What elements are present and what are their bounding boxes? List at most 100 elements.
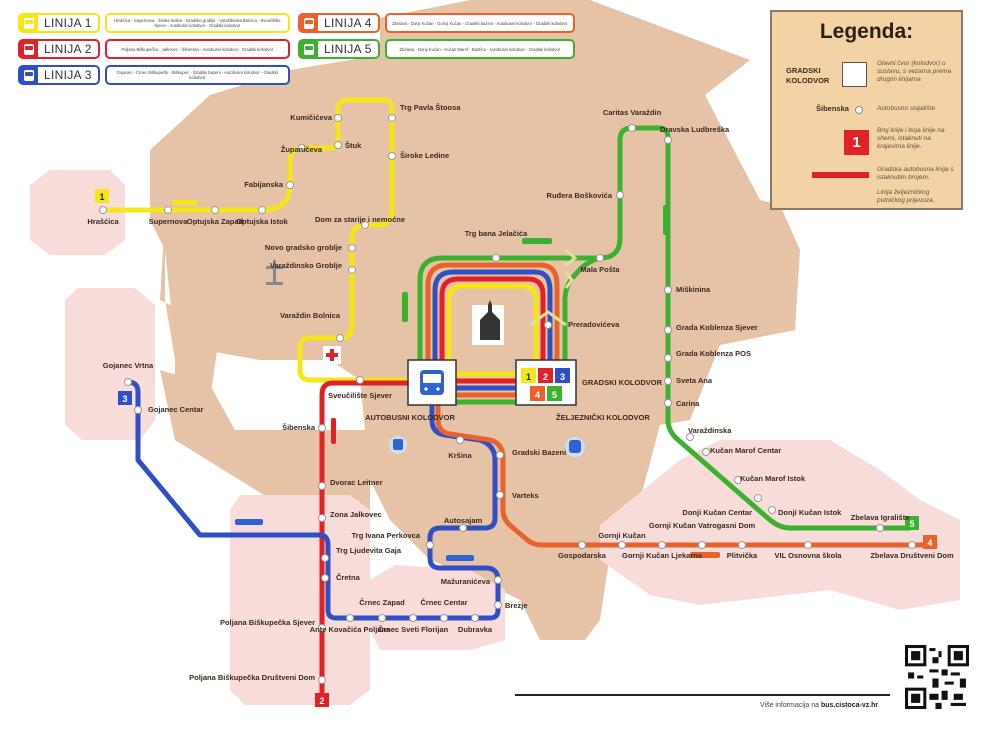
bus-stop-marker[interactable] bbox=[456, 436, 464, 444]
bus-stop-marker[interactable] bbox=[318, 624, 326, 632]
line-2-card[interactable]: LINIJA 2 Poljana Biškupečka - Jalkovec -… bbox=[18, 38, 290, 60]
bus-stop-marker[interactable] bbox=[702, 448, 710, 456]
line-4-loop bbox=[425, 262, 560, 398]
hub-line-3: 3 bbox=[560, 372, 565, 382]
bus-stop-marker[interactable] bbox=[318, 514, 326, 522]
legend-stop-desc: Autobusno stajalište bbox=[877, 105, 936, 112]
footer-url[interactable]: bus.cistoca-vz.hr bbox=[820, 702, 879, 709]
stop-label: Donji Kučan Centar bbox=[682, 508, 752, 517]
bus-stop-marker[interactable] bbox=[471, 614, 479, 622]
line-4-label: LINIJA 4 bbox=[324, 16, 372, 30]
legend-rail-desc: Linija željezničkog putničkog prijevoza. bbox=[877, 189, 935, 204]
bus-stop-marker[interactable] bbox=[618, 541, 626, 549]
stop-label: Hrašćica bbox=[87, 217, 119, 226]
legend-line-desc: Gradska autobusna linija s istaknutim br… bbox=[877, 166, 954, 181]
bus-stop-marker[interactable] bbox=[754, 494, 762, 502]
bus-stop-marker[interactable] bbox=[388, 114, 396, 122]
bus-stop-marker[interactable] bbox=[334, 141, 342, 149]
bus-stop-marker[interactable] bbox=[664, 326, 672, 334]
bus-stop-marker[interactable] bbox=[876, 524, 884, 532]
hub-line-1: 1 bbox=[526, 372, 531, 382]
bus-stop-marker[interactable] bbox=[908, 541, 916, 549]
bus-stop-marker[interactable] bbox=[211, 206, 219, 214]
line-1-card[interactable]: LINIJA 1 Hrašćica - Supernova - Široke l… bbox=[18, 12, 290, 34]
stop-label: Dom za starije i nemoćne bbox=[315, 215, 405, 224]
bus-stop-marker[interactable] bbox=[99, 206, 107, 214]
bus-stop-marker[interactable] bbox=[258, 206, 266, 214]
bus-stop-marker[interactable] bbox=[426, 541, 434, 549]
bus-stop-marker[interactable] bbox=[124, 378, 132, 386]
bus-stop-marker[interactable] bbox=[492, 254, 500, 262]
stop-label: Caritas Varaždin bbox=[603, 108, 662, 117]
stop-label: Ruđera Boškovića bbox=[547, 191, 613, 200]
stop-label: Črnec Zapad bbox=[359, 598, 405, 607]
bus-stop-marker[interactable] bbox=[440, 614, 448, 622]
svg-text:1: 1 bbox=[99, 192, 104, 202]
stop-label: Ante Kovačića Poljana bbox=[310, 625, 391, 634]
bus-stop-marker[interactable] bbox=[321, 554, 329, 562]
bus-stop-marker[interactable] bbox=[544, 321, 552, 329]
bus-stop-marker[interactable] bbox=[361, 221, 369, 229]
bus-stop-marker[interactable] bbox=[804, 541, 812, 549]
bus-stop-marker[interactable] bbox=[298, 144, 306, 152]
line-5-tag bbox=[522, 238, 552, 244]
bus-stop-marker[interactable] bbox=[356, 376, 364, 384]
bus-stop-marker[interactable] bbox=[738, 541, 746, 549]
bus-stop-marker[interactable] bbox=[664, 399, 672, 407]
bus-stop-marker[interactable] bbox=[494, 601, 502, 609]
bus-station-label: AUTOBUSNI KOLODVOR bbox=[365, 413, 455, 422]
bus-stop-marker[interactable] bbox=[334, 114, 342, 122]
bus-stop-marker[interactable] bbox=[459, 524, 467, 532]
line-5-card[interactable]: LINIJA 5 Zbelava - Donji Kučan - Kučan M… bbox=[298, 38, 575, 60]
bus-stop-marker[interactable] bbox=[496, 451, 504, 459]
bus-stop-marker[interactable] bbox=[378, 614, 386, 622]
bus-stop-marker[interactable] bbox=[698, 541, 706, 549]
bus-stop-marker[interactable] bbox=[664, 354, 672, 362]
line-5-route: Zbelava - Donji Kučan - Kučan Marof - Ba… bbox=[384, 39, 575, 59]
stop-label: Gojanec Vrtna bbox=[103, 361, 154, 370]
bus-stop-marker[interactable] bbox=[388, 152, 396, 160]
bus-stop-marker[interactable] bbox=[409, 614, 417, 622]
bus-stop-marker[interactable] bbox=[616, 191, 624, 199]
legend-number-desc: Broj linije i boja linije na shemi, ista… bbox=[877, 127, 945, 150]
bus-stop-marker[interactable] bbox=[628, 124, 636, 132]
bus-stop-marker[interactable] bbox=[494, 576, 502, 584]
bus-stop-marker[interactable] bbox=[348, 266, 356, 274]
bus-stop-marker[interactable] bbox=[346, 614, 354, 622]
bus-icon bbox=[24, 43, 34, 55]
stop-label: Optujska Zapad bbox=[187, 217, 244, 226]
bus-station-hub[interactable] bbox=[407, 359, 457, 406]
bus-stop-marker[interactable] bbox=[318, 424, 326, 432]
bus-stop-marker[interactable] bbox=[318, 482, 326, 490]
bus-stop-marker[interactable] bbox=[686, 433, 694, 441]
city-station-hub[interactable]: 1 2 3 4 5 bbox=[515, 359, 577, 406]
bus-stop-marker[interactable] bbox=[658, 541, 666, 549]
stop-label: Kumičićeva bbox=[290, 113, 333, 122]
stop-label: Preradovićeva bbox=[568, 320, 620, 329]
bus-stop-marker[interactable] bbox=[664, 286, 672, 294]
line-3-card[interactable]: LINIJA 3 Gojanec - Črnec Biškupečki - Bi… bbox=[18, 64, 290, 86]
stop-label: Varaždinska bbox=[688, 426, 732, 435]
bus-stop-marker[interactable] bbox=[664, 377, 672, 385]
bus-stop-marker[interactable] bbox=[596, 254, 604, 262]
line-4-card[interactable]: LINIJA 4 Zbelava - Donji Kučan - Gornji … bbox=[298, 12, 575, 34]
bus-stop-marker[interactable] bbox=[164, 206, 172, 214]
stop-label: Carina bbox=[676, 399, 700, 408]
line-3-tag bbox=[235, 519, 263, 525]
bus-stop-marker[interactable] bbox=[134, 406, 142, 414]
bus-stop-marker[interactable] bbox=[734, 476, 742, 484]
line-2-tag bbox=[331, 418, 336, 444]
bus-stop-marker[interactable] bbox=[348, 244, 356, 252]
bus-stop-marker[interactable] bbox=[664, 136, 672, 144]
bus-stop-marker[interactable] bbox=[768, 506, 776, 514]
bus-stop-marker[interactable] bbox=[336, 334, 344, 342]
bus-stop-marker[interactable] bbox=[318, 676, 326, 684]
stop-label: Grada Koblenza POS bbox=[676, 349, 751, 358]
line-1-label: LINIJA 1 bbox=[44, 16, 92, 30]
bus-stop-marker[interactable] bbox=[578, 541, 586, 549]
qr-code[interactable] bbox=[905, 645, 969, 709]
bus-stop-marker[interactable] bbox=[286, 181, 294, 189]
bus-stop-marker[interactable] bbox=[496, 491, 504, 499]
line-3-loop bbox=[432, 269, 553, 391]
bus-stop-marker[interactable] bbox=[321, 574, 329, 582]
